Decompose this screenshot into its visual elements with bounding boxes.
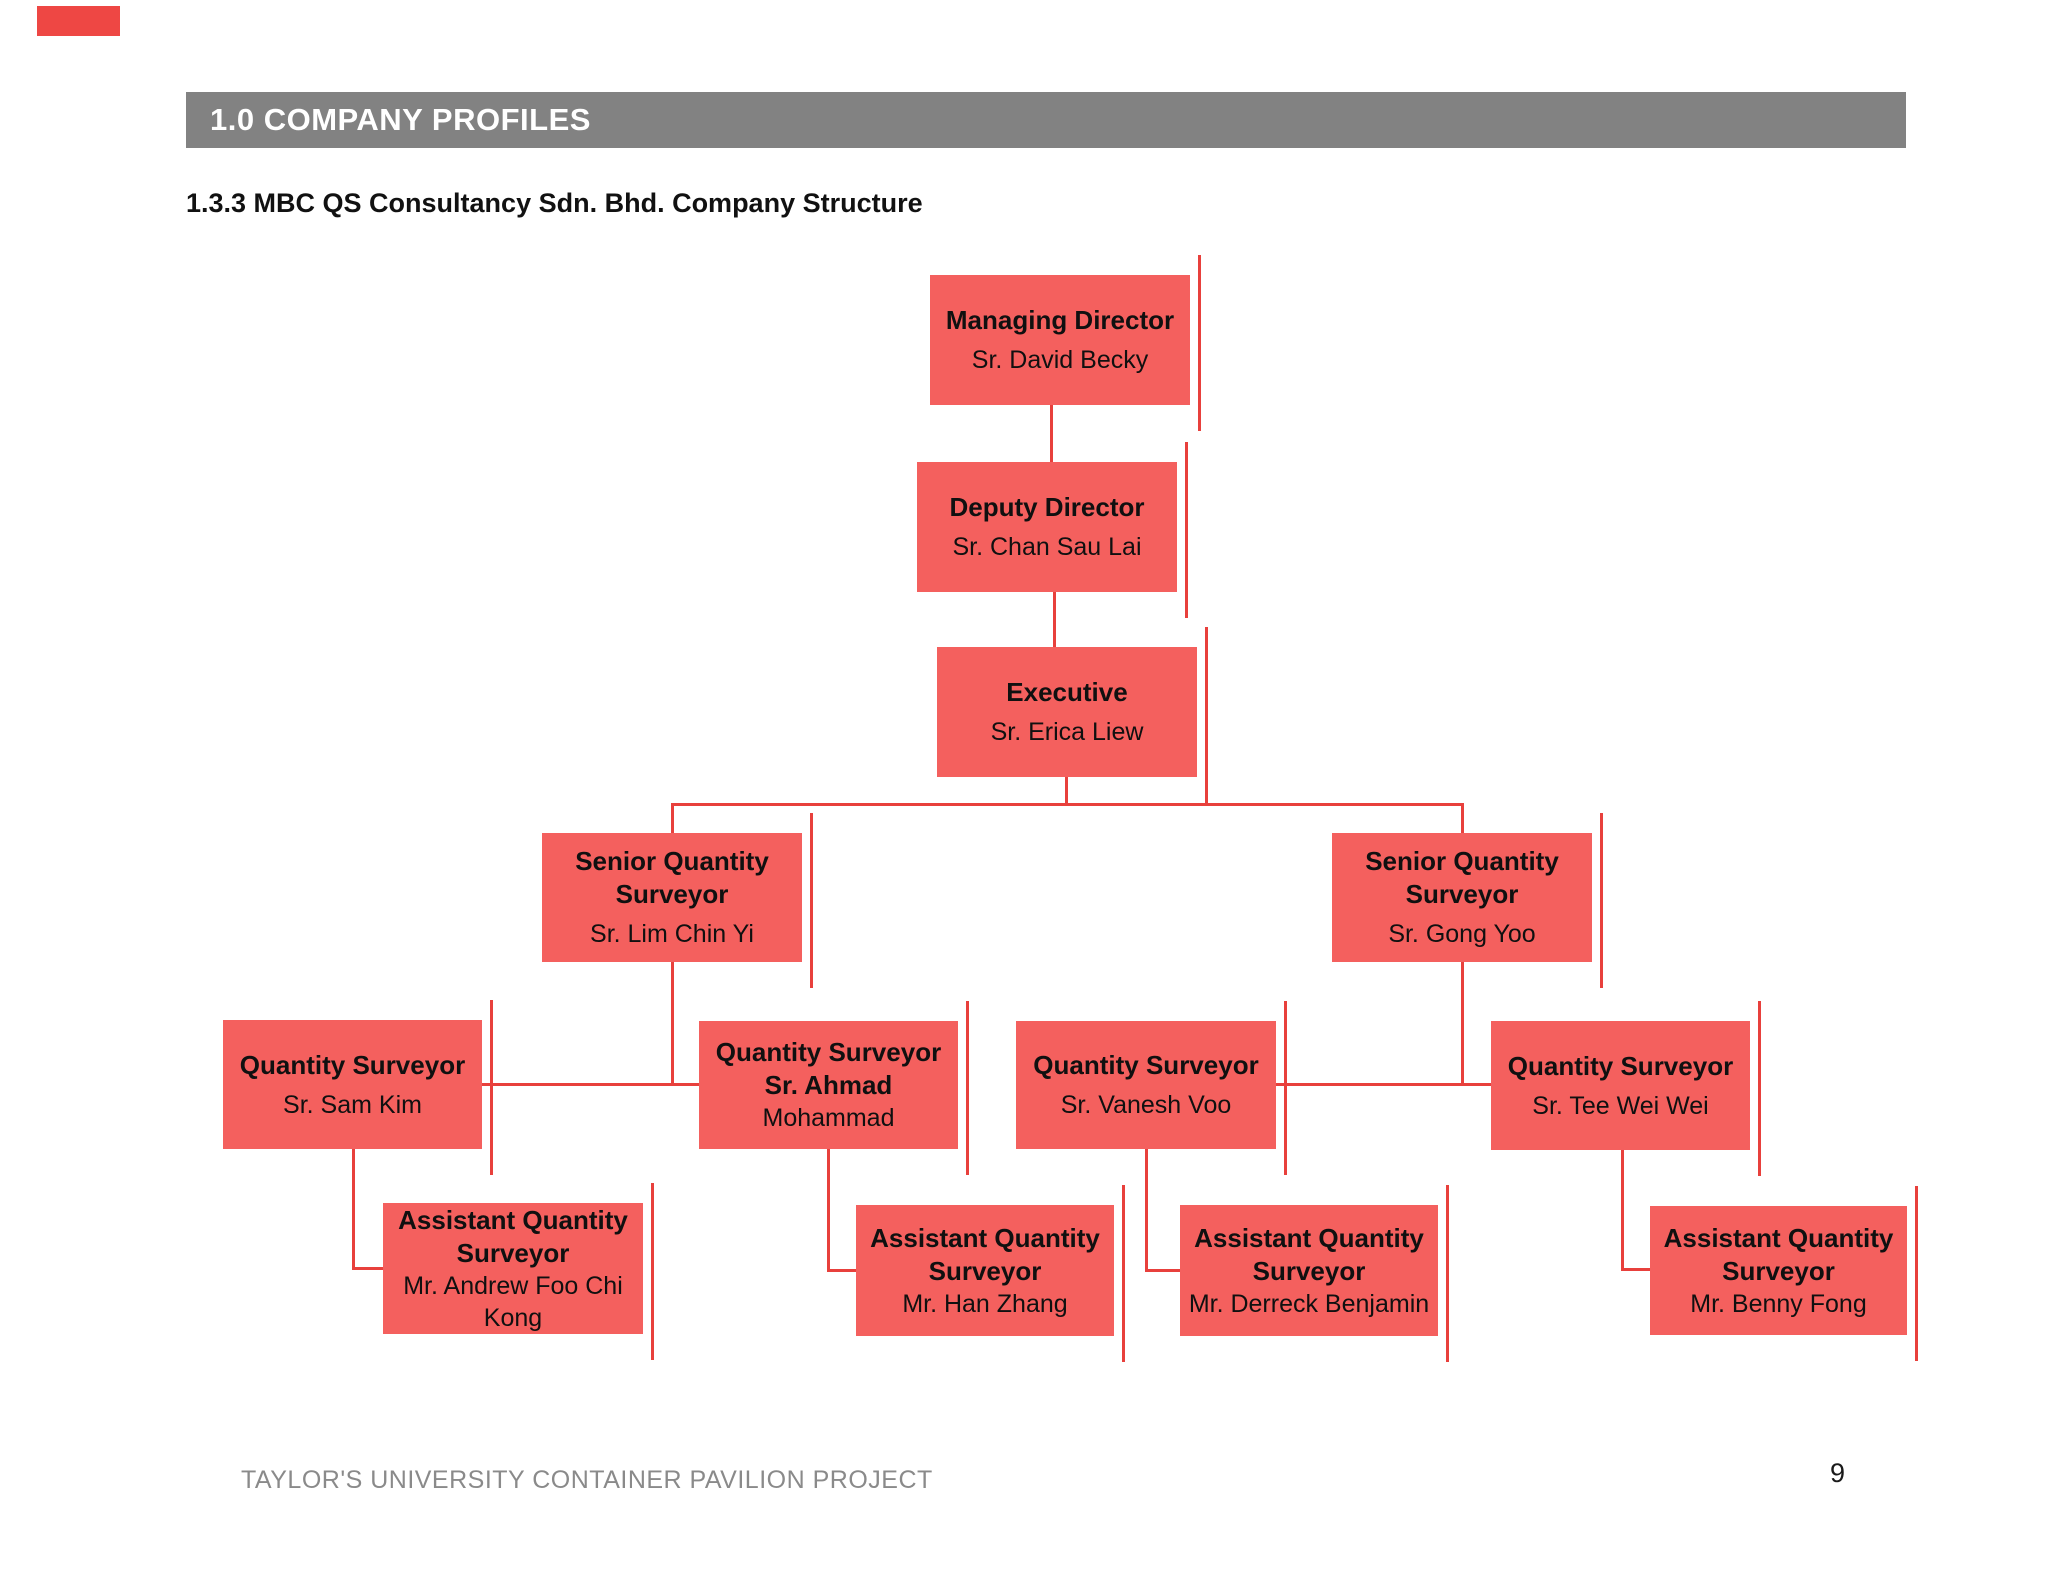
node-title: Assistant Quantity Surveyor [870, 1222, 1100, 1286]
connector-qs3-aqs3-h [1145, 1269, 1180, 1272]
connector-split-seniors [671, 803, 1464, 806]
node-title: Assistant Quantity Surveyor [1194, 1222, 1424, 1286]
node-person: Sr. Tee Wei Wei [1532, 1091, 1709, 1120]
connector-sqs1-down [671, 962, 674, 1085]
node-person: Mr. Derreck Benjamin [1188, 1289, 1430, 1318]
node-title: Deputy Director [949, 492, 1145, 522]
connector-sqs2-down [1461, 962, 1464, 1085]
org-node-qs-vanesh: Quantity Surveyor Sr. Vanesh Voo [1016, 1001, 1287, 1175]
node-person: Sr. Lim Chin Yi [590, 920, 754, 948]
connector-qs4-aqs4-v [1621, 1150, 1624, 1271]
org-node-aqs-derreck: Assistant Quantity Surveyor Mr. Derreck … [1180, 1185, 1449, 1362]
connector-qs1-aqs1-v [352, 1149, 355, 1270]
node-title: Assistant Quantity Surveyor [398, 1204, 628, 1268]
node-person: Mr. Andrew Foo Chi Kong [403, 1271, 623, 1332]
node-person: Sr. Chan Sau Lai [952, 533, 1142, 561]
org-node-qs-tee: Quantity Surveyor Sr. Tee Wei Wei [1491, 1001, 1761, 1176]
connector-qs1-aqs1-h [352, 1267, 383, 1270]
org-node-senior-qs-left: Senior Quantity Surveyor Sr. Lim Chin Yi [542, 813, 813, 988]
connector-dd-ex [1053, 592, 1056, 647]
corner-mark [37, 6, 120, 36]
org-node-qs-ahmad: Quantity Surveyor Sr. Ahmad Mohammad [699, 1001, 969, 1175]
section-header-bar: 1.0 COMPANY PROFILES [186, 92, 1906, 148]
node-person: Mr. Han Zhang [902, 1289, 1068, 1318]
org-node-executive: Executive Sr. Erica Liew [937, 627, 1208, 803]
connector-qs-left-row [482, 1083, 699, 1086]
org-node-senior-qs-right: Senior Quantity Surveyor Sr. Gong Yoo [1332, 813, 1603, 988]
page-number: 9 [1830, 1458, 1846, 1488]
connector-qs3-aqs3-v [1145, 1149, 1148, 1272]
section-header-title: 1.0 COMPANY PROFILES [210, 102, 591, 137]
org-node-aqs-benny: Assistant Quantity Surveyor Mr. Benny Fo… [1650, 1186, 1918, 1361]
connector-qs2-aqs2-h [827, 1269, 856, 1272]
connector-qs2-aqs2-v [827, 1149, 830, 1272]
org-node-aqs-andrew: Assistant Quantity Surveyor Mr. Andrew F… [383, 1183, 654, 1360]
node-title: Quantity Surveyor [1033, 1050, 1259, 1080]
node-person: Sr. Gong Yoo [1388, 920, 1536, 948]
connector-qs-right-row [1276, 1083, 1491, 1086]
connector-ex-stub [1065, 777, 1068, 804]
node-title: Quantity Surveyor [1507, 1050, 1734, 1081]
org-node-managing-director: Managing Director Sr. David Becky [930, 255, 1201, 431]
node-title: Senior Quantity Surveyor [575, 846, 769, 909]
node-person: Mr. Benny Fong [1690, 1289, 1867, 1318]
node-person: Sr. Vanesh Voo [1060, 1091, 1232, 1119]
node-title: Quantity Surveyor Sr. Ahmad [715, 1037, 942, 1100]
node-title: Executive [1006, 677, 1128, 707]
node-person: Sr. Sam Kim [283, 1090, 422, 1119]
connector-drop-sqs2 [1461, 803, 1464, 833]
org-node-aqs-han: Assistant Quantity Surveyor Mr. Han Zhan… [856, 1185, 1125, 1362]
org-node-qs-sam-kim: Quantity Surveyor Sr. Sam Kim [223, 1000, 493, 1175]
node-title: Assistant Quantity Surveyor [1663, 1222, 1894, 1286]
node-title: Managing Director [945, 305, 1175, 335]
node-title: Quantity Surveyor [239, 1049, 466, 1080]
connector-qs4-aqs4-h [1621, 1268, 1650, 1271]
org-node-deputy-director: Deputy Director Sr. Chan Sau Lai [917, 442, 1188, 618]
node-person: Sr. Erica Liew [990, 718, 1144, 746]
node-person: Sr. David Becky [971, 346, 1149, 374]
node-title: Senior Quantity Surveyor [1365, 846, 1559, 909]
node-person: Mohammad [762, 1104, 895, 1132]
footer-project-title: TAYLOR'S UNIVERSITY CONTAINER PAVILION P… [241, 1466, 933, 1494]
connector-md-dd [1050, 405, 1053, 462]
connector-drop-sqs1 [671, 803, 674, 833]
document-subtitle: 1.3.3 MBC QS Consultancy Sdn. Bhd. Compa… [186, 188, 923, 218]
